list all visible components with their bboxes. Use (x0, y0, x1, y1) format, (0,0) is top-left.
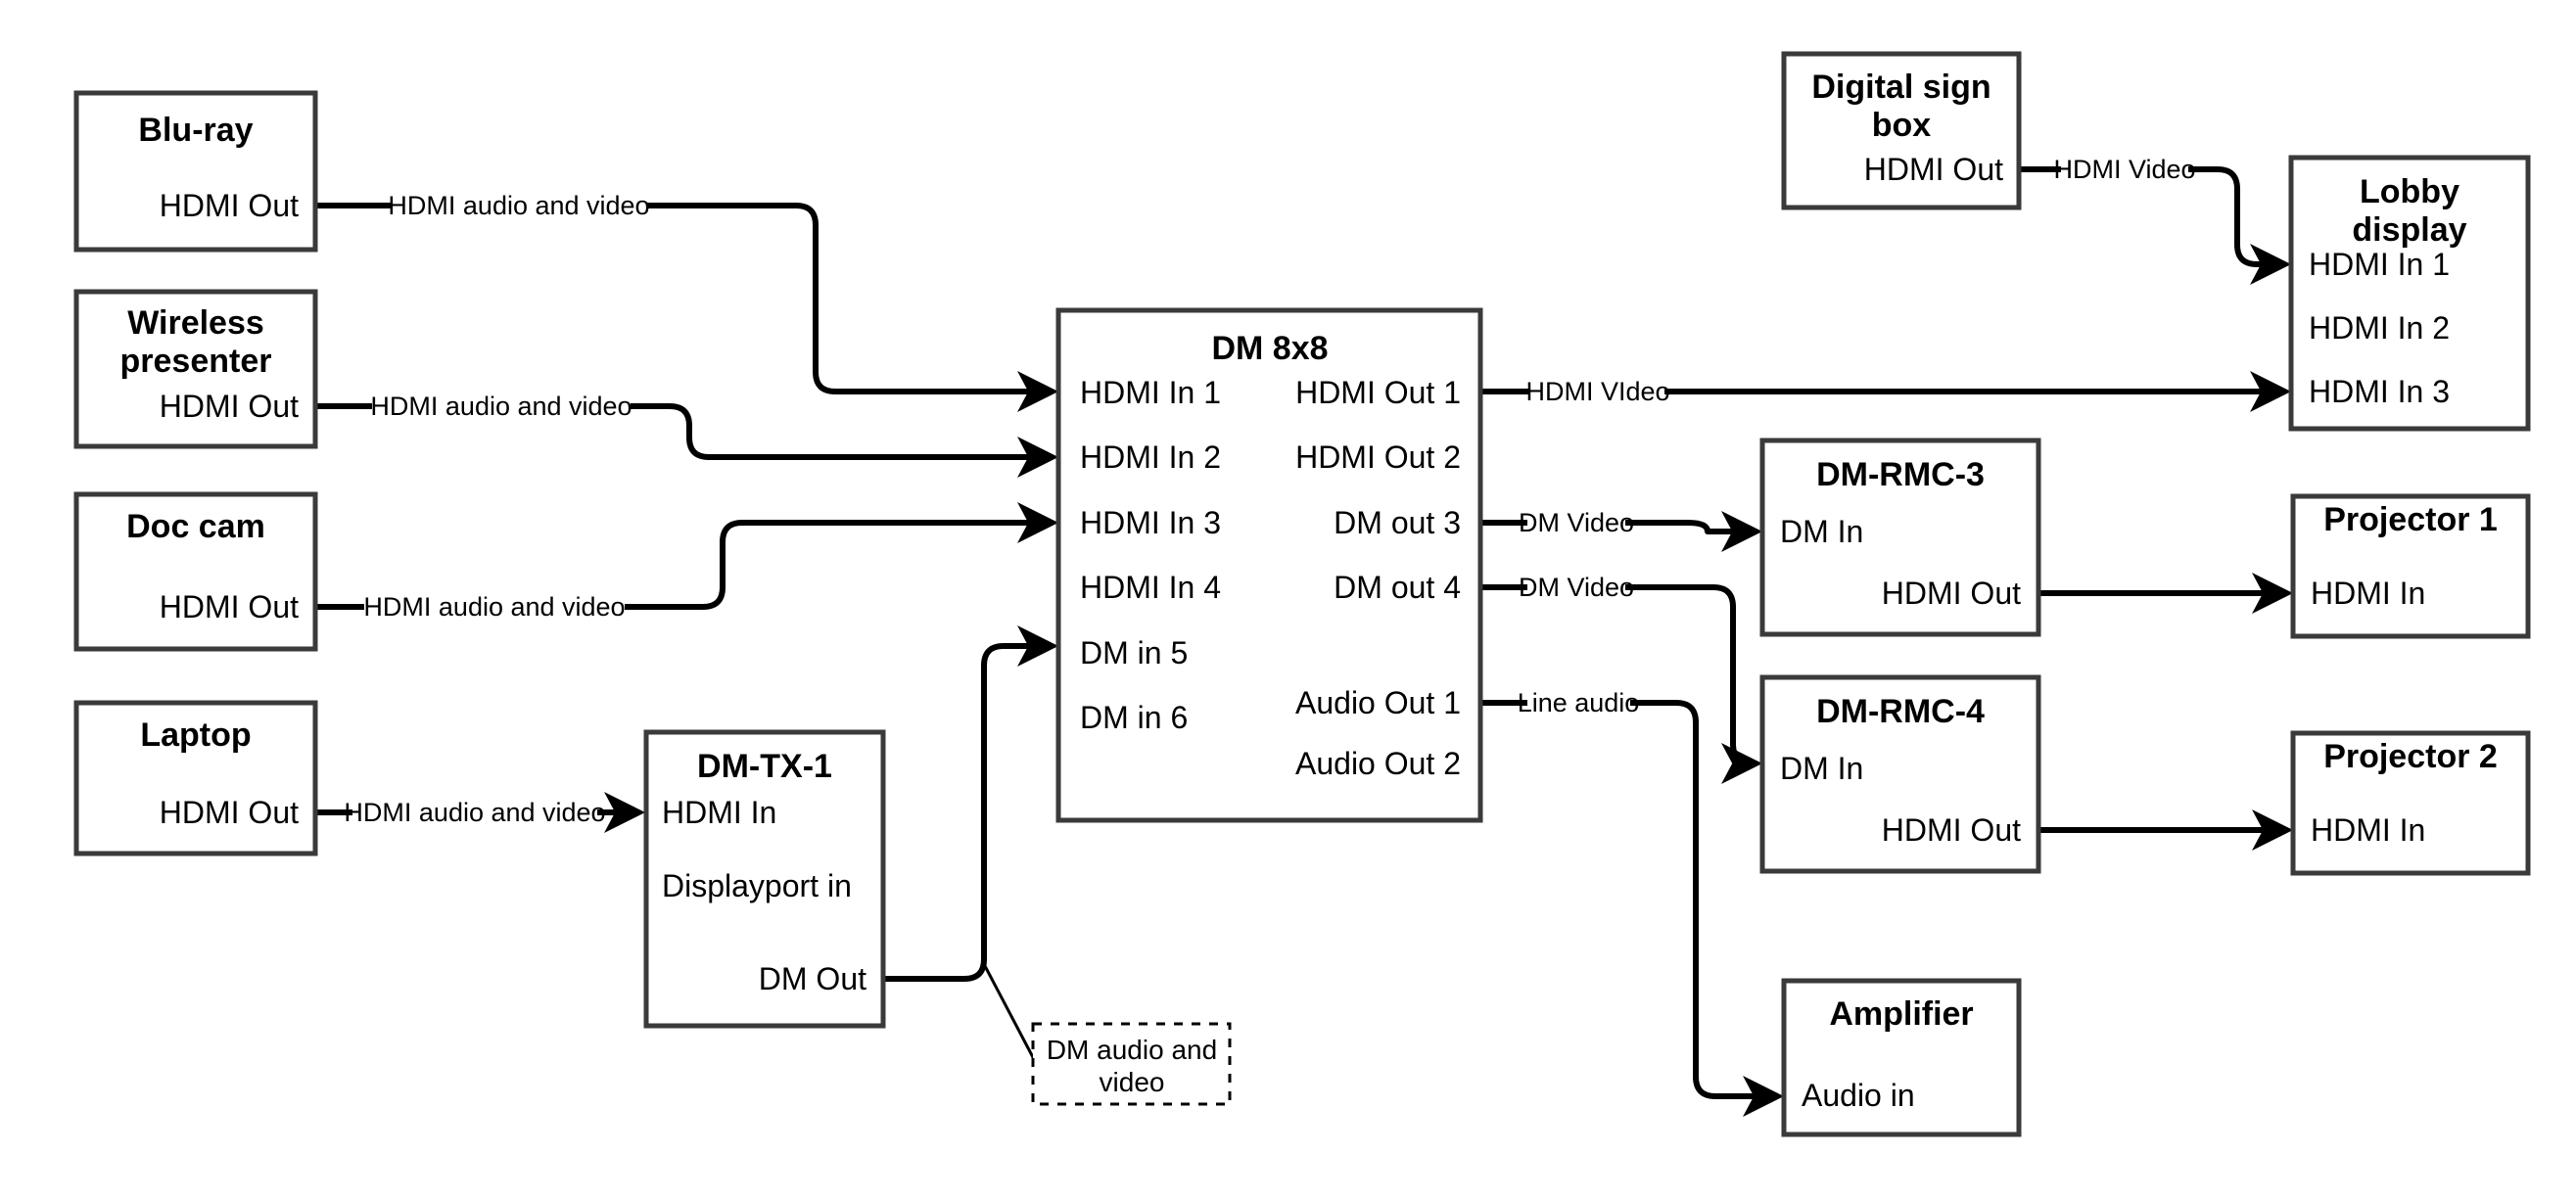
bluray-title: Blu-ray (138, 112, 253, 149)
node-bluray[interactable]: Blu-ray HDMI Out (73, 90, 318, 253)
link-doccam-to-dm8x8-hdmi-in-3 (315, 523, 1052, 610)
node-lobby-display[interactable]: Lobby display HDMI In 1 HDMI In 2 HDMI I… (2288, 155, 2531, 432)
lobby-display-box[interactable] (2288, 155, 2531, 432)
node-amplifier[interactable]: Amplifier Audio in (1781, 978, 2022, 1137)
dm-8x8-title: DM 8x8 (1211, 330, 1328, 367)
link-wireless-to-dm8x8-hdmi-in-2 (315, 403, 1052, 457)
dm-tx-1-port-displayport-in: Displayport in (662, 868, 852, 903)
edge-label-doccam: HDMI audio and video (363, 592, 625, 622)
node-dm-rmc-3[interactable]: DM-RMC-3 DM In HDMI Out (1759, 438, 2041, 637)
dm-rmc-3-port-hdmi-out: HDMI Out (1882, 576, 2021, 611)
dm-8x8-output-dm-out-3: DM out 3 (1334, 505, 1461, 540)
dm-8x8-output-audio-out-2: Audio Out 2 (1295, 746, 1461, 781)
node-dm-8x8[interactable]: DM 8x8 HDMI In 1 HDMI In 2 HDMI In 3 HDM… (1055, 307, 1483, 823)
node-digital-sign-box[interactable]: Digital sign box HDMI Out (1781, 51, 2022, 210)
node-wireless-presenter[interactable]: Wireless presenter HDMI Out (73, 289, 318, 449)
node-laptop[interactable]: Laptop HDMI Out (73, 700, 318, 856)
node-dm-tx-1[interactable]: DM-TX-1 HDMI In Displayport in DM Out (643, 729, 886, 1029)
dm-tx-1-title: DM-TX-1 (697, 748, 832, 785)
dm-audio-video-note-line1: DM audio and (1047, 1035, 1217, 1065)
dm-rmc-4-box[interactable] (1759, 674, 2041, 874)
laptop-title: Laptop (140, 716, 251, 754)
dm-tx-1-port-hdmi-in: HDMI In (662, 795, 776, 830)
dm-8x8-output-audio-out-1: Audio Out 1 (1295, 685, 1461, 720)
link-dm8x8-dmout3-to-dmrmc3 (1480, 523, 1756, 531)
projector-2-title: Projector 2 (2323, 738, 2498, 775)
link-dmtx1-to-dm8x8-dm-in-5 (883, 625, 1058, 982)
projector-2-port-hdmi-in: HDMI In (2311, 812, 2425, 848)
link-digitalsign-to-lobby-hdmi-in-1 (2019, 166, 2284, 264)
node-dm-rmc-4[interactable]: DM-RMC-4 DM In HDMI Out (1759, 674, 2041, 874)
dm-rmc-3-box[interactable] (1759, 438, 2041, 637)
dm-tx-1-box[interactable] (643, 729, 886, 1029)
connections (315, 166, 2286, 1096)
projector-1-port-hdmi-in: HDMI In (2311, 576, 2425, 611)
node-projector-1[interactable]: Projector 1 HDMI In (2290, 493, 2531, 639)
dm-rmc-3-title: DM-RMC-3 (1816, 456, 1985, 493)
edge-labels: HDMI audio and video HDMI audio and vide… (344, 155, 2195, 827)
dm-rmc-4-title: DM-RMC-4 (1816, 693, 1985, 730)
doc-cam-box[interactable] (73, 491, 318, 652)
dm-audio-video-note-line2: video (1100, 1067, 1165, 1097)
lobby-display-input-hdmi-in-3: HDMI In 3 (2309, 374, 2450, 409)
dm-8x8-input-dm-in-5: DM in 5 (1080, 635, 1188, 670)
edge-label-laptop: HDMI audio and video (344, 798, 605, 827)
link-dm8x8-dmout4-to-dmrmc4 (1480, 584, 1756, 763)
laptop-box[interactable] (73, 700, 318, 856)
dm-8x8-input-hdmi-in-2: HDMI In 2 (1080, 439, 1221, 475)
leader-dm-audio-video-note (982, 963, 1037, 1062)
lobby-display-input-hdmi-in-1: HDMI In 1 (2309, 247, 2450, 282)
projector-1-box[interactable] (2290, 493, 2531, 639)
laptop-port-hdmi-out: HDMI Out (160, 795, 299, 830)
edge-label-wireless: HDMI audio and video (370, 392, 632, 421)
wireless-presenter-title-line1: Wireless (127, 304, 264, 342)
amplifier-box[interactable] (1781, 978, 2022, 1137)
edge-label-dm-out-4: DM Video (1519, 573, 1634, 602)
dm-rmc-4-port-hdmi-out: HDMI Out (1882, 812, 2021, 848)
link-dm8x8-audioout1-to-amplifier (1480, 700, 1777, 1096)
bluray-box[interactable] (73, 90, 318, 253)
dm-8x8-output-dm-out-4: DM out 4 (1334, 570, 1461, 605)
link-bluray-to-dm8x8-hdmi-in-1 (315, 203, 1052, 392)
lobby-display-title-line1: Lobby (2360, 173, 2459, 210)
amplifier-port-audio-in: Audio in (1802, 1078, 1915, 1113)
note-dm-audio-and-video: DM audio and video (1031, 1022, 1232, 1106)
edge-label-bluray: HDMI audio and video (388, 191, 649, 220)
dm-8x8-output-hdmi-out-1: HDMI Out 1 (1295, 375, 1461, 410)
dm-8x8-input-hdmi-in-3: HDMI In 3 (1080, 505, 1221, 540)
node-projector-2[interactable]: Projector 2 HDMI In (2290, 730, 2531, 876)
dm-rmc-3-port-dm-in: DM In (1780, 514, 1863, 549)
wireless-presenter-port-hdmi-out: HDMI Out (160, 389, 299, 424)
edge-label-hdmi-out-1: HDMI VIdeo (1525, 377, 1669, 406)
doc-cam-port-hdmi-out: HDMI Out (160, 589, 299, 624)
wireless-presenter-title-line2: presenter (120, 343, 272, 380)
dm-8x8-output-hdmi-out-2: HDMI Out 2 (1295, 439, 1461, 475)
edge-label-dm-out-3: DM Video (1519, 508, 1634, 537)
dm-rmc-4-port-dm-in: DM In (1780, 751, 1863, 786)
doc-cam-title: Doc cam (126, 508, 265, 545)
digital-sign-box-box[interactable] (1781, 51, 2022, 210)
edge-label-audio-out-1: Line audio (1518, 688, 1640, 717)
lobby-display-input-hdmi-in-2: HDMI In 2 (2309, 310, 2450, 346)
dm-8x8-input-hdmi-in-1: HDMI In 1 (1080, 375, 1221, 410)
bluray-port-hdmi-out: HDMI Out (160, 188, 299, 223)
digital-sign-box-title-line1: Digital sign (1811, 69, 1991, 106)
projector-1-title: Projector 1 (2323, 501, 2498, 538)
dm-8x8-input-dm-in-6: DM in 6 (1080, 700, 1188, 735)
dm-audio-video-note-box (1031, 1022, 1232, 1106)
dm-tx-1-port-dm-out: DM Out (759, 961, 866, 996)
digital-sign-box-title-line2: box (1872, 107, 1932, 144)
lobby-display-title-line2: display (2352, 211, 2466, 249)
amplifier-title: Amplifier (1829, 995, 1973, 1033)
node-doc-cam[interactable]: Doc cam HDMI Out (73, 491, 318, 652)
wireless-presenter-box[interactable] (73, 289, 318, 449)
dm-8x8-input-hdmi-in-4: HDMI In 4 (1080, 570, 1221, 605)
digital-sign-box-port-hdmi-out: HDMI Out (1864, 152, 2003, 187)
projector-2-box[interactable] (2290, 730, 2531, 876)
edge-label-digital-sign: HDMI Video (2053, 155, 2195, 184)
dm-8x8-box[interactable] (1055, 307, 1483, 823)
